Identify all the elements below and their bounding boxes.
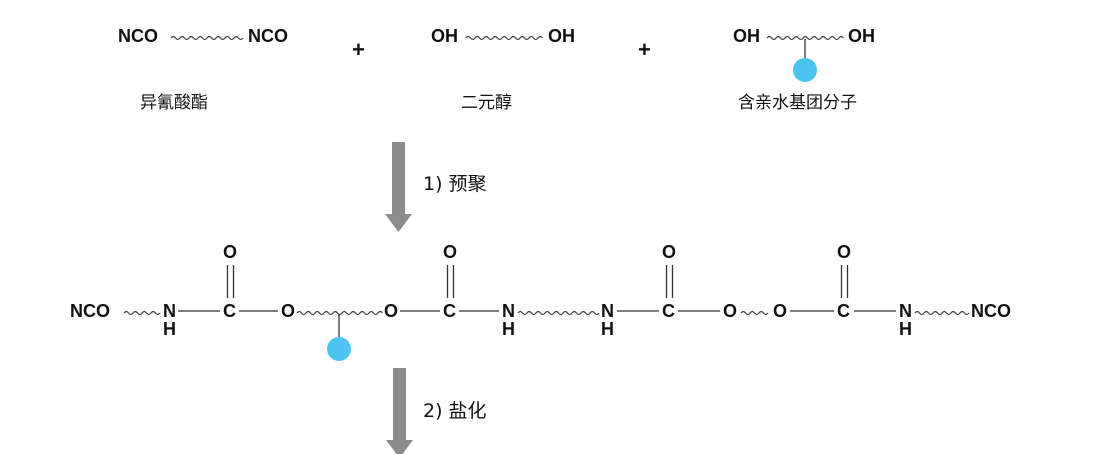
plus-sign-2: + bbox=[638, 37, 651, 62]
prepolymer-right-nco: NCO bbox=[971, 301, 1011, 321]
step2-arrow-head bbox=[386, 440, 413, 454]
plus-sign-1: + bbox=[352, 37, 365, 62]
step1-arrow bbox=[385, 142, 412, 232]
diol-left-oh: OH bbox=[431, 26, 458, 46]
step1-arrow-head bbox=[385, 214, 412, 232]
urethane1-ester-o: O bbox=[281, 301, 295, 321]
diol-chain bbox=[465, 35, 543, 41]
prepolymer-chain-seg-3 bbox=[517, 310, 600, 316]
urethane3-ester-o: O bbox=[723, 301, 737, 321]
prepolymer-chain-seg-4 bbox=[740, 310, 769, 316]
prepolymer-chain: NCO N H C O O O C O N H N H C O O bbox=[70, 242, 1011, 361]
urethane1-h: H bbox=[163, 319, 176, 339]
urethane3-n: N bbox=[601, 301, 614, 321]
urethane1-c: C bbox=[223, 301, 236, 321]
urethane2-ester-o: O bbox=[384, 301, 398, 321]
isocyanate-right-nco: NCO bbox=[248, 26, 288, 46]
urethane4-n: N bbox=[899, 301, 912, 321]
urethane2-h: H bbox=[502, 319, 515, 339]
isocyanate-chain bbox=[170, 35, 244, 41]
hydrophilic-monomer-reactant: OH OH 含亲水基团分子 bbox=[733, 26, 875, 113]
diol-caption: 二元醇 bbox=[461, 93, 512, 113]
urethane1-n: N bbox=[163, 301, 176, 321]
urethane4-h: H bbox=[899, 319, 912, 339]
urethane3-carbonyl-o: O bbox=[662, 242, 676, 262]
isocyanate-caption: 异氰酸酯 bbox=[140, 93, 208, 113]
urethane2-carbonyl-o: O bbox=[443, 242, 457, 262]
monomer-chain bbox=[766, 35, 844, 41]
prepolymer-left-nco: NCO bbox=[70, 301, 110, 321]
urethane4-ester-o: O bbox=[773, 301, 787, 321]
step2-label: 2) 盐化 bbox=[423, 400, 487, 422]
step1-label: 1) 预聚 bbox=[423, 173, 487, 195]
monomer-left-oh: OH bbox=[733, 26, 760, 46]
urethane2-n: N bbox=[502, 301, 515, 321]
urethane4-c: C bbox=[837, 301, 850, 321]
urethane1-carbonyl-o: O bbox=[223, 242, 237, 262]
prepolymer-hydrophilic-circle bbox=[327, 337, 351, 361]
isocyanate-reactant: NCO NCO 异氰酸酯 bbox=[118, 26, 288, 113]
prepolymer-chain-seg-5 bbox=[914, 310, 970, 316]
urethane2-c: C bbox=[443, 301, 456, 321]
diol-reactant: OH OH 二元醇 bbox=[431, 26, 575, 113]
diol-right-oh: OH bbox=[548, 26, 575, 46]
step2-arrow-shaft bbox=[393, 368, 406, 443]
monomer-right-oh: OH bbox=[848, 26, 875, 46]
step2-arrow bbox=[386, 368, 413, 454]
isocyanate-left-nco: NCO bbox=[118, 26, 158, 46]
urethane4-carbonyl-o: O bbox=[837, 242, 851, 262]
monomer-caption: 含亲水基团分子 bbox=[738, 93, 857, 113]
urethane3-c: C bbox=[662, 301, 675, 321]
urethane3-h: H bbox=[601, 319, 614, 339]
hydrophilic-group-circle bbox=[793, 58, 817, 82]
prepolymer-chain-seg-1 bbox=[123, 310, 161, 316]
step1-arrow-shaft bbox=[392, 142, 405, 215]
prepolymer-chain-seg-2 bbox=[296, 310, 383, 316]
